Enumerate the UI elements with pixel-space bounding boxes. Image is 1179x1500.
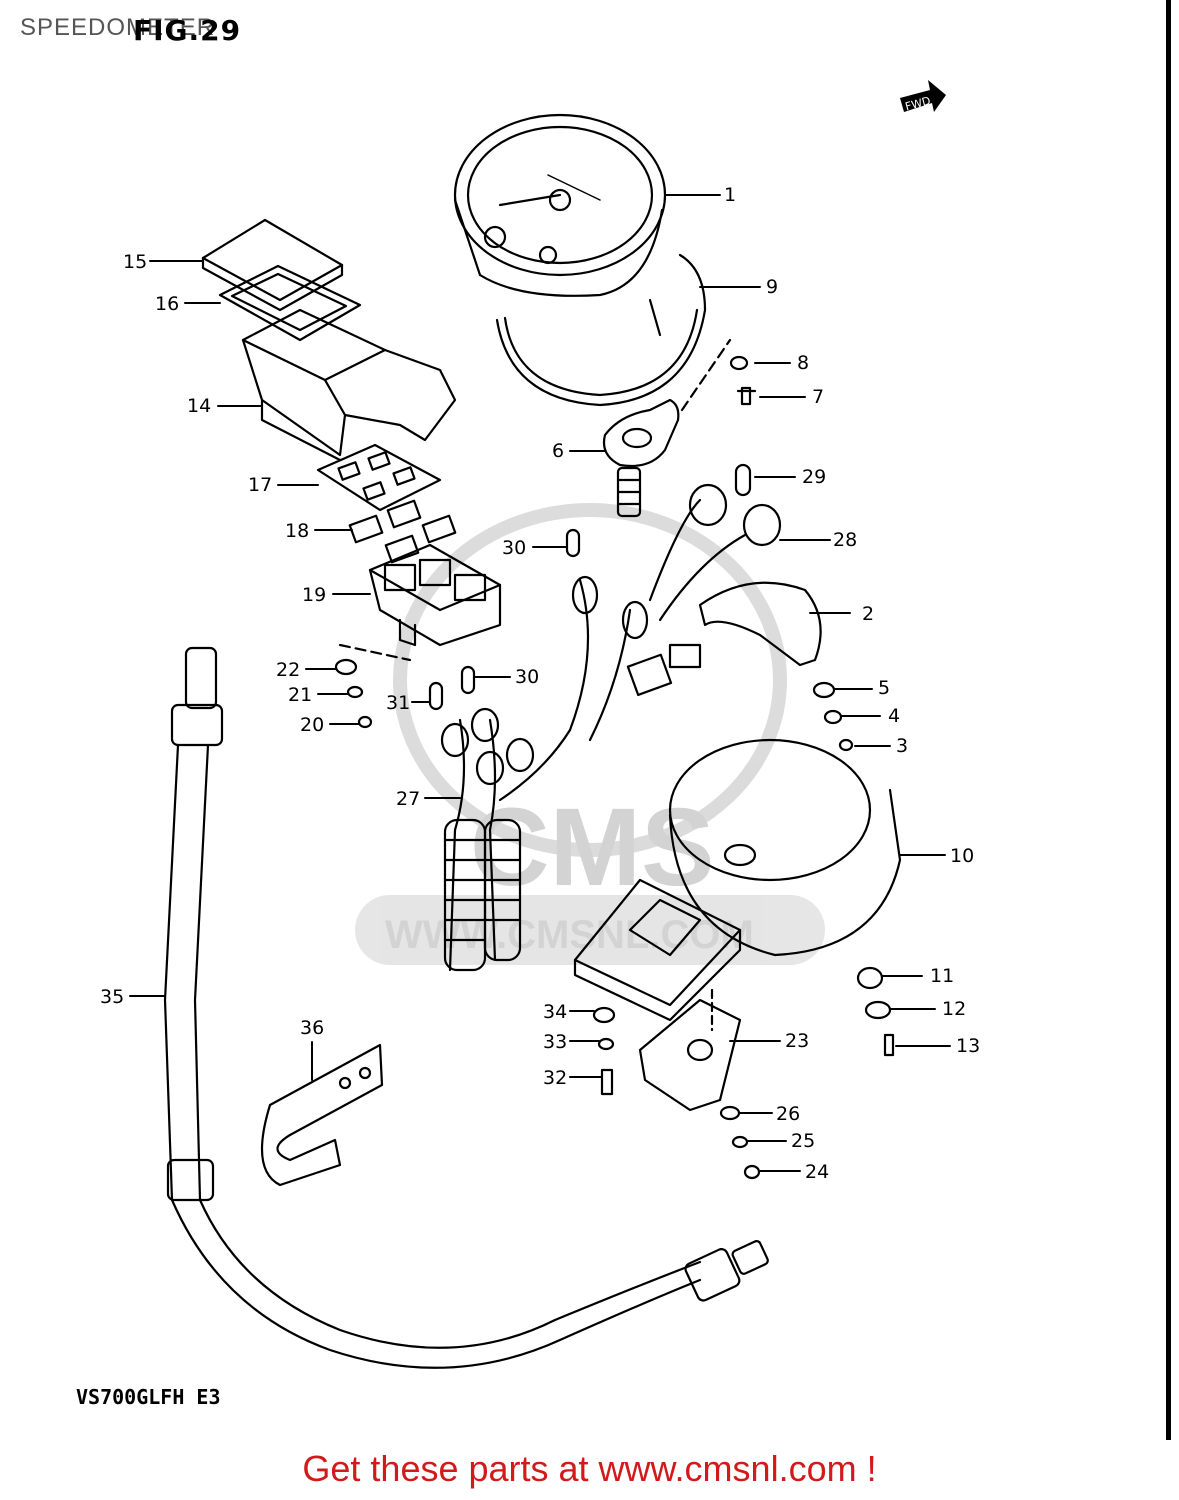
callout-1: 1 — [724, 184, 736, 206]
fwd-arrow-icon: FWD — [900, 80, 946, 113]
part-14-indicator-housing — [241, 308, 457, 462]
part-10-meter-case — [668, 738, 902, 957]
callout-26: 26 — [776, 1103, 800, 1125]
part-11-grommet — [856, 966, 884, 990]
part-19-bulb-socket-holder — [338, 543, 502, 662]
callout-31: 31 — [386, 692, 410, 714]
callout-30-upper: 30 — [502, 537, 526, 559]
part-18-indicator-lenses — [348, 499, 457, 564]
callout-27: 27 — [396, 788, 420, 810]
watermark-url-band — [355, 895, 825, 965]
callout-32: 32 — [543, 1067, 567, 1089]
part-7-screw — [736, 386, 757, 406]
callout-6: 6 — [552, 440, 564, 462]
section-title: SPEEDOMETER — [20, 14, 216, 41]
right-border — [1166, 0, 1171, 1440]
callout-13: 13 — [956, 1035, 980, 1057]
callout-7: 7 — [812, 386, 824, 408]
part-30-bulb-lower — [460, 665, 476, 695]
part-6-speedometer-gear — [602, 338, 732, 518]
callout-22: 22 — [276, 659, 300, 681]
watermark-mascot-outline — [393, 503, 787, 857]
callout-34: 34 — [543, 1001, 567, 1023]
part-20-screw — [357, 715, 373, 729]
part-23-lower-bracket — [638, 988, 742, 1112]
callout-15: 15 — [123, 251, 147, 273]
callout-14: 14 — [187, 395, 211, 417]
part-33-nut — [597, 1037, 615, 1051]
part-25-nut — [731, 1135, 749, 1149]
part-30-bulb-upper — [565, 528, 581, 558]
callout-3: 3 — [896, 735, 908, 757]
callout-8: 8 — [797, 352, 809, 374]
part-32-screw — [600, 1068, 614, 1096]
model-label: VS700GLFH E3 — [76, 1385, 221, 1409]
part-8-nut — [729, 355, 749, 371]
part-29-bulb — [734, 463, 752, 497]
part-3-screw — [838, 738, 854, 752]
part-5-grommet — [812, 681, 836, 699]
callout-35: 35 — [100, 986, 124, 1008]
callout-33: 33 — [543, 1031, 567, 1053]
callout-30-lower: 30 — [515, 666, 539, 688]
callout-10: 10 — [950, 845, 974, 867]
part-13-screw — [883, 1033, 895, 1057]
callout-numbers: 1 2 3 4 5 6 7 8 9 10 11 12 13 14 15 16 1… — [100, 184, 980, 1183]
part-1-speedometer — [453, 113, 667, 337]
part-27-wiring-harness — [440, 575, 673, 972]
figure-label: FIG.29 — [133, 14, 242, 47]
fwd-label: FWD — [904, 94, 932, 113]
part-34-grommet — [592, 1006, 616, 1024]
part-9-gasket — [495, 253, 707, 407]
callout-20: 20 — [300, 714, 324, 736]
callout-4: 4 — [888, 705, 900, 727]
leader-lines — [129, 194, 951, 1172]
part-24-screw — [743, 1164, 761, 1180]
callout-21: 21 — [288, 684, 312, 706]
watermark-logo-text: CMS — [470, 786, 714, 909]
callout-17: 17 — [248, 474, 272, 496]
callout-18: 18 — [285, 520, 309, 542]
meter-mounting-bracket — [573, 878, 742, 1022]
callout-23: 23 — [785, 1030, 809, 1052]
callout-24: 24 — [805, 1161, 829, 1183]
callout-11: 11 — [930, 965, 954, 987]
callout-19: 19 — [302, 584, 326, 606]
part-12-washer — [864, 1000, 892, 1020]
part-35-speedometer-cable — [163, 646, 769, 1369]
part-21-nut — [346, 685, 364, 699]
part-28-bulb-sockets — [688, 483, 782, 547]
part-22-grommet — [334, 658, 358, 676]
part-17-indicator-plate — [316, 443, 442, 512]
callout-2: 2 — [862, 603, 874, 625]
callout-12: 12 — [942, 998, 966, 1020]
part-2-bulb-holder-bracket — [648, 498, 822, 669]
part-36-cable-clamp — [260, 1043, 384, 1187]
callout-29: 29 — [802, 466, 826, 488]
part-4-washer — [823, 709, 843, 725]
part-31-bulb — [428, 681, 444, 711]
callout-5: 5 — [878, 677, 890, 699]
part-26-grommet — [719, 1105, 741, 1121]
footer-link[interactable]: Get these parts at www.cmsnl.com ! — [302, 1448, 877, 1489]
callout-9: 9 — [766, 276, 778, 298]
callout-36: 36 — [300, 1017, 324, 1039]
callout-28: 28 — [833, 529, 857, 551]
callout-16: 16 — [155, 293, 179, 315]
callout-25: 25 — [791, 1130, 815, 1152]
